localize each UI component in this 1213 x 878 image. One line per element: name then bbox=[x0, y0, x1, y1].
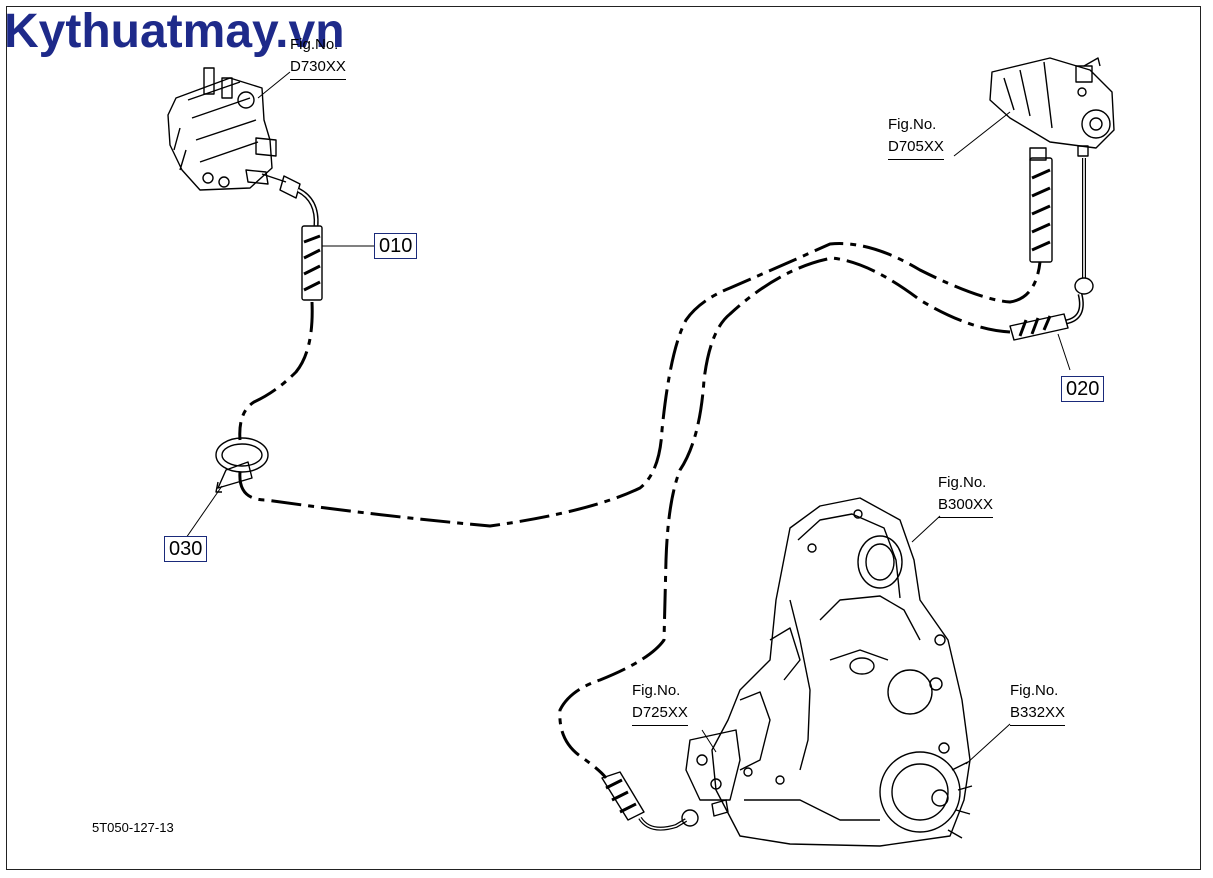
leader-lines bbox=[185, 71, 1071, 765]
fig-label: Fig.No. bbox=[938, 474, 987, 491]
fig-ref-d725: Fig.No. D725XX bbox=[632, 680, 688, 726]
fig-ref-d730: Fig.No. D730XX bbox=[290, 34, 346, 80]
fig-code: D725XX bbox=[632, 702, 688, 726]
fig-label: Fig.No. bbox=[290, 36, 339, 53]
hose-020-drawing bbox=[1009, 157, 1094, 341]
callout-020[interactable]: 020 bbox=[1061, 376, 1105, 402]
fig-ref-d705: Fig.No. D705XX bbox=[888, 114, 944, 160]
fig-code: B332XX bbox=[1010, 702, 1066, 726]
fig-ref-b300: Fig.No. B300XX bbox=[938, 472, 994, 518]
fig-label: Fig.No. bbox=[888, 116, 937, 133]
tie-band-030-drawing bbox=[215, 437, 269, 493]
drawing-code: 5T050-127-13 bbox=[92, 820, 174, 835]
watermark: Kythuatmay.vn bbox=[4, 5, 345, 58]
fig-code: B300XX bbox=[938, 494, 994, 518]
fig-label: Fig.No. bbox=[632, 682, 681, 699]
callout-030[interactable]: 030 bbox=[164, 536, 208, 562]
transmission-case-drawing bbox=[685, 497, 973, 847]
hose-010-drawing bbox=[261, 173, 323, 301]
fig-code: D705XX bbox=[888, 136, 944, 160]
callout-010[interactable]: 010 bbox=[374, 233, 418, 259]
hydraulic-pump-drawing bbox=[989, 57, 1115, 161]
hose-bottom-fitting-drawing bbox=[601, 771, 729, 831]
fig-code: D730XX bbox=[290, 56, 346, 80]
drawing-frame bbox=[6, 6, 1201, 870]
control-valve-drawing bbox=[167, 67, 277, 191]
fig-ref-b332: Fig.No. B332XX bbox=[1010, 680, 1066, 726]
fig-label: Fig.No. bbox=[1010, 682, 1059, 699]
hose-routing-lines bbox=[238, 242, 1042, 779]
